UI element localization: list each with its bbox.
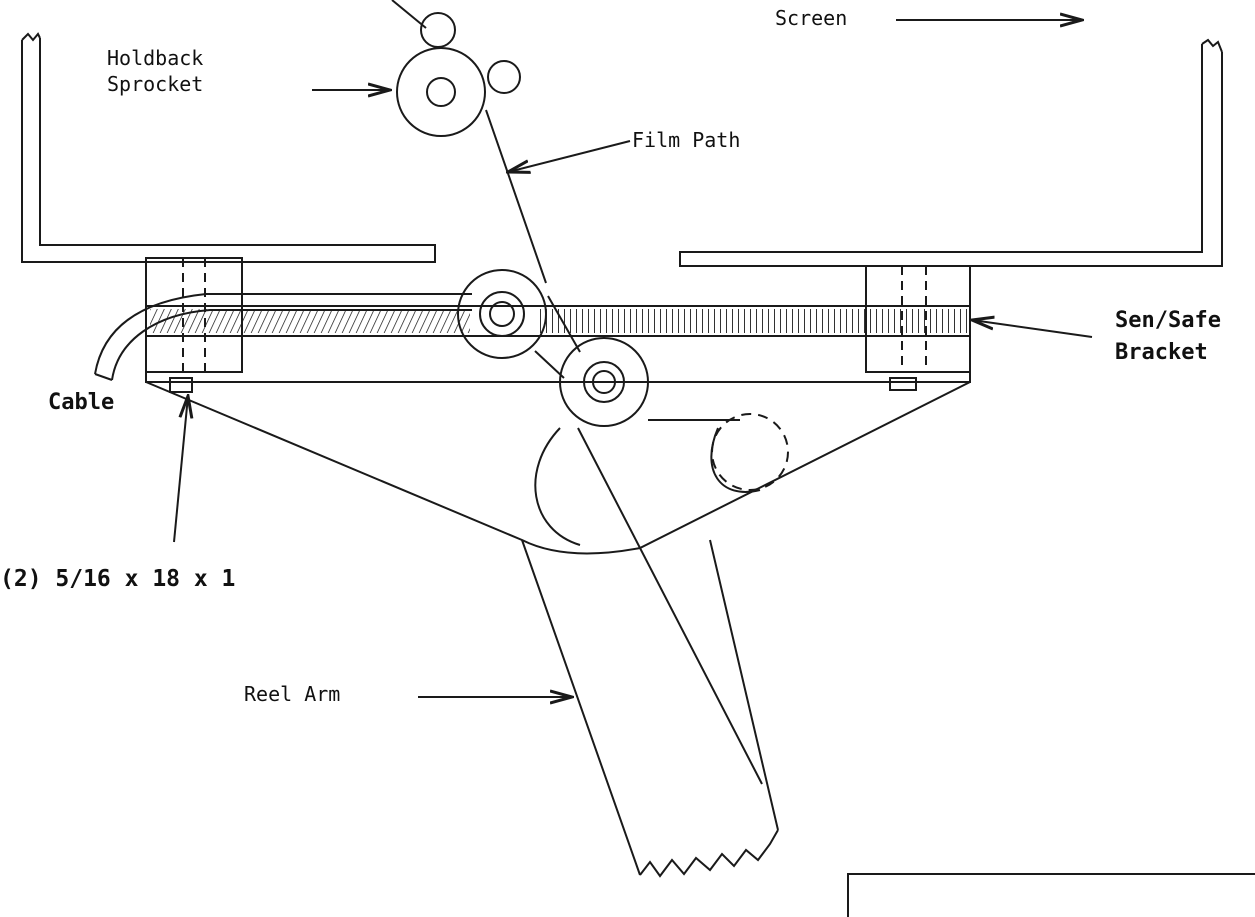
title-block-corner [847,873,1255,917]
right-nut [889,377,917,391]
film-path-arrow [508,140,631,172]
bracket-hatch-right [540,309,968,333]
v-plate [145,381,971,555]
reel-arm-label: Reel Arm [244,682,341,706]
bolt-arrow [173,396,188,543]
reel-arm [521,539,779,876]
film-path-label: Film Path [632,128,741,152]
bolt-spec-label: (2) 5/16 x 18 x 1 [0,566,236,592]
holdback-label-line1: Holdback [107,46,204,70]
reel-arm-break [639,829,779,878]
holdback-label-line2: Sprocket [107,72,204,96]
bracket-label-line1: Sen/Safe [1115,308,1221,333]
cable-label: Cable [48,390,115,415]
upper-roller [457,269,547,359]
pad-roller-right [487,60,521,94]
cable [94,293,472,375]
film-path-line [485,109,763,785]
right-frame-break [1201,38,1223,53]
bracket-label-line2: Bracket [1115,340,1208,365]
left-screen-frame [21,38,436,263]
left-nut [169,377,193,393]
screen-label: Screen [775,6,848,30]
pad-roller-top [420,12,456,48]
right-screen-frame [679,44,1223,267]
left-frame-break [21,32,41,42]
bracket-hatch-left [150,309,470,333]
holdback-sprocket [396,47,486,137]
bracket-arrow [972,320,1093,338]
bracket-lower-plate [145,336,971,383]
reel-arm-pivot [534,419,740,546]
lower-roller [559,337,649,427]
top-leader-line [391,0,427,29]
